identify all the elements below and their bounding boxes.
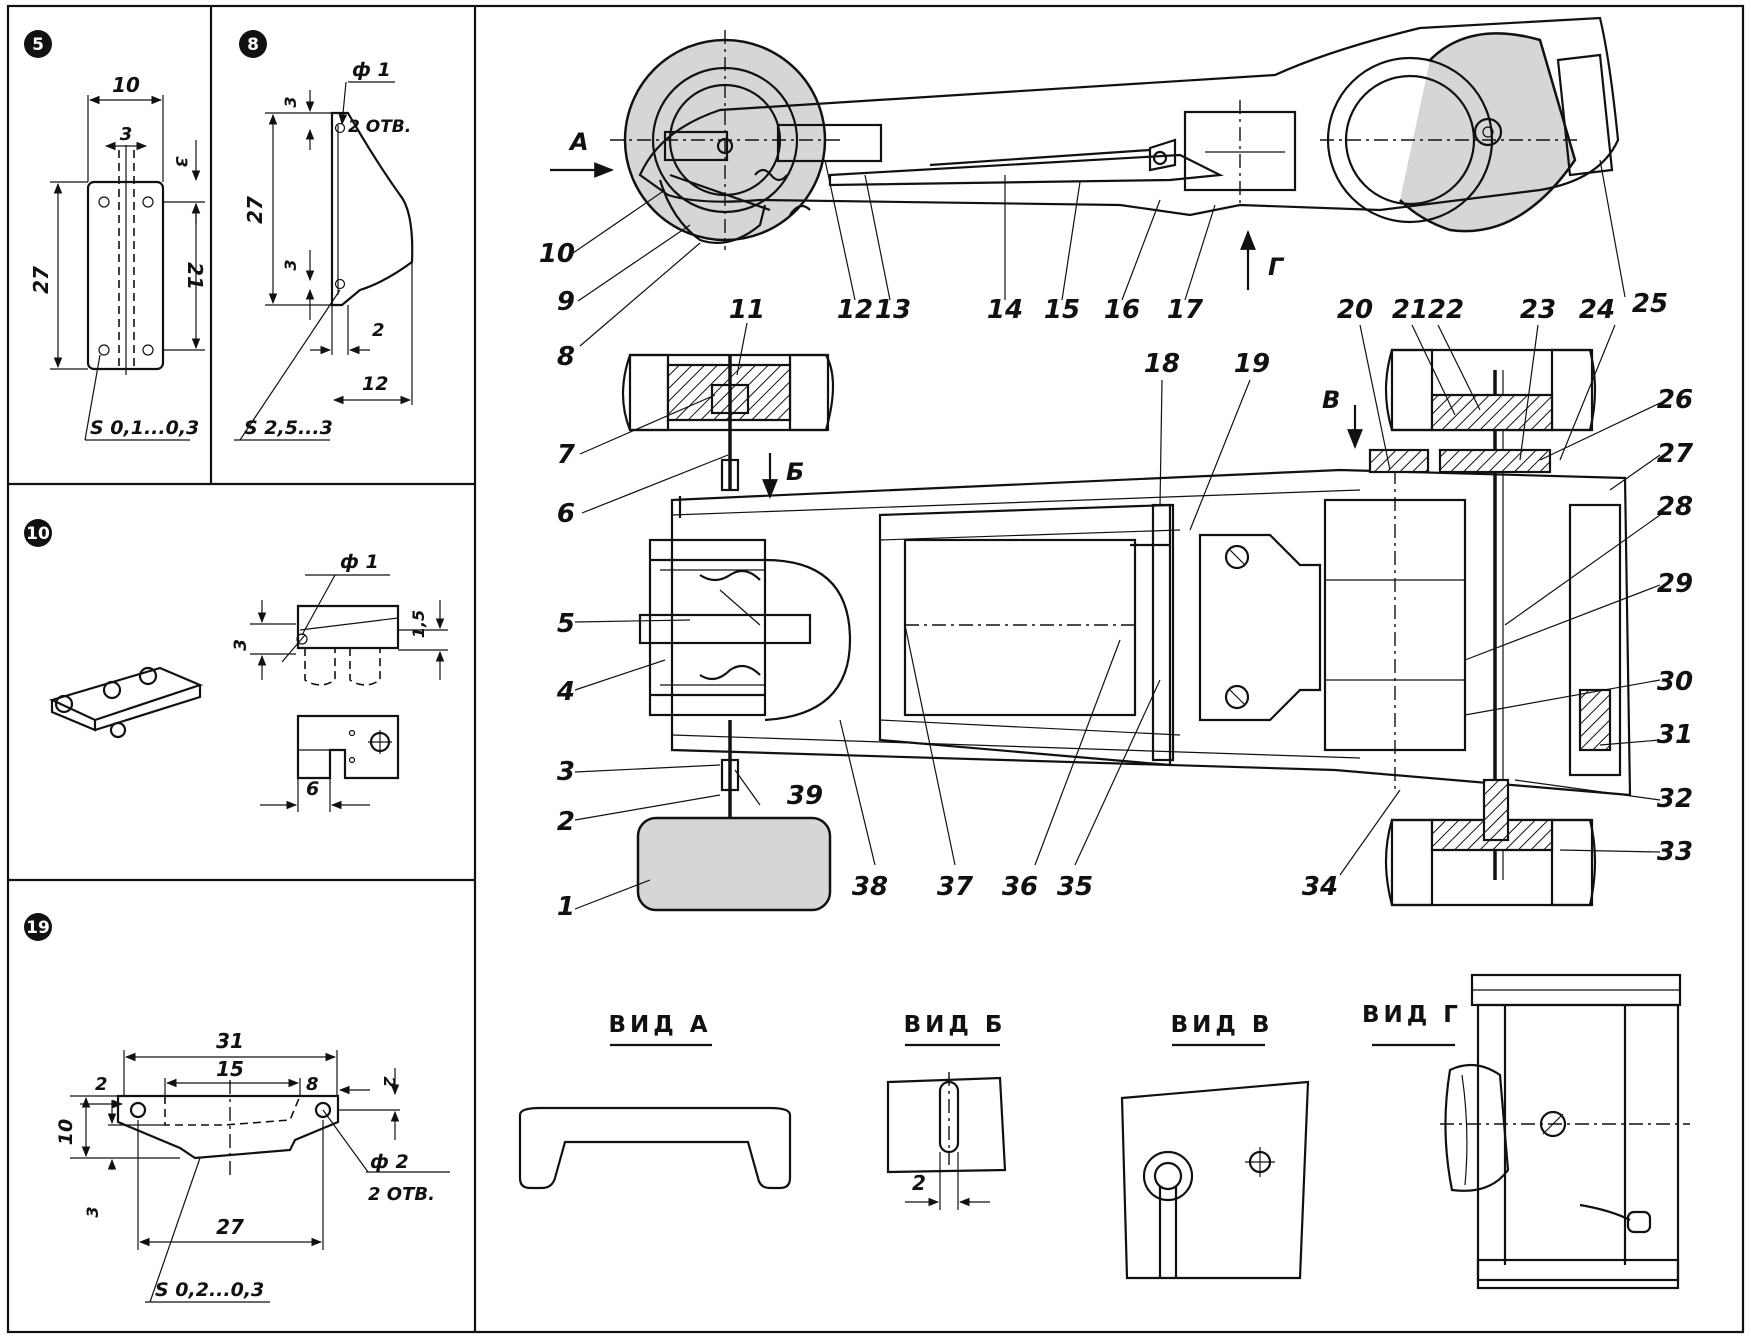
callout-21: 21 — [1392, 295, 1428, 325]
callout-5: 5 — [557, 609, 575, 639]
view-marker-b: Б — [786, 458, 804, 486]
callout-18: 18 — [1144, 349, 1180, 379]
callout-36: 36 — [1002, 872, 1038, 902]
material-p19: S 0,2...0,3 — [155, 1279, 264, 1301]
view-a: ВИД А — [518, 1012, 792, 1190]
callout-23: 23 — [1520, 295, 1556, 325]
callout-leaders — [572, 159, 1661, 910]
dim-p5-10: 10 — [112, 73, 140, 97]
callout-19: 19 — [1234, 349, 1270, 379]
dim-p19-10: 10 — [55, 1119, 77, 1145]
callout-25: 25 — [1632, 289, 1668, 319]
callout-13: 13 — [875, 295, 911, 325]
callout-30: 30 — [1657, 667, 1693, 697]
dim-p19-2a: 2 — [95, 1074, 108, 1095]
callout-37: 37 — [937, 872, 974, 902]
part-badge-19: 19 — [26, 918, 50, 938]
dim-p19-3: 3 — [83, 1206, 102, 1217]
dim-p19-15: 15 — [216, 1057, 244, 1081]
dim-p5-27: 27 — [29, 266, 53, 294]
dim-p19-31: 31 — [216, 1029, 244, 1053]
callout-10: 10 — [539, 239, 575, 269]
callout-31: 31 — [1657, 720, 1693, 750]
p19-hole-dia: ф 2 — [370, 1151, 409, 1173]
p8-hole-dia: ф 1 — [352, 59, 391, 81]
callout-16: 16 — [1104, 295, 1140, 325]
callout-38: 38 — [852, 872, 888, 902]
callout-14: 14 — [987, 295, 1023, 325]
view-g-title: ВИД Г — [1362, 1002, 1462, 1028]
part-10-isometric — [48, 666, 204, 739]
dim-p10-15: 1,5 — [409, 610, 428, 638]
side-elevation: А Г — [550, 16, 1620, 290]
callout-34: 34 — [1302, 872, 1338, 902]
part-badge-5: 5 — [32, 35, 44, 55]
view-v-title: ВИД В — [1171, 1012, 1274, 1038]
callout-numbers: 1 2 3 4 5 6 7 8 9 10 11 12 13 14 15 16 1… — [539, 239, 1694, 922]
view-b-dim: 2 — [912, 1171, 926, 1195]
callout-39: 39 — [787, 781, 823, 811]
view-g: ВИД Г — [1362, 973, 1690, 1290]
panel-part-5: 5 10 3 27 21 3 S 0,1...0,3 — [24, 30, 207, 441]
callout-26: 26 — [1657, 385, 1693, 415]
dim-p5-3b: 3 — [172, 156, 191, 167]
panel-part-19: 19 31 15 2 8 2 10 3 27 ф 2 2 ОТВ. S — [24, 913, 450, 1303]
dim-p19-27: 27 — [216, 1215, 244, 1239]
callout-9: 9 — [557, 287, 575, 317]
view-marker-a: А — [568, 128, 589, 156]
callout-32: 32 — [1657, 784, 1693, 814]
plan-view: Б В — [621, 348, 1632, 912]
part-badge-10: 10 — [26, 524, 50, 544]
dim-p8-12: 12 — [362, 373, 388, 395]
callout-7: 7 — [557, 440, 576, 470]
dim-p5-21: 21 — [183, 262, 207, 290]
callout-17: 17 — [1167, 295, 1204, 325]
callout-8: 8 — [557, 342, 575, 372]
p8-holes-count: 2 ОТВ. — [348, 117, 411, 137]
dim-p8-27: 27 — [243, 196, 267, 224]
panel-part-10: 10 3 1,5 ф 1 6 — [24, 519, 448, 812]
callout-11: 11 — [729, 295, 765, 325]
callout-27: 27 — [1657, 439, 1694, 469]
callout-12: 12 — [837, 295, 873, 325]
view-b-title: ВИД Б — [904, 1012, 1007, 1038]
dim-p19-2b: 2 — [380, 1076, 399, 1087]
view-marker-v: В — [1322, 386, 1340, 414]
callout-24: 24 — [1579, 295, 1615, 325]
p10-hole-dia: ф 1 — [340, 551, 379, 573]
view-v: ВИД В — [1120, 1012, 1310, 1280]
dim-p10-3: 3 — [231, 639, 251, 651]
material-p8: S 2,5...3 — [244, 417, 333, 439]
panel-part-8: 8 27 3 3 ф 1 2 ОТВ. 2 12 S 2,5...3 — [234, 30, 414, 441]
callout-6: 6 — [557, 499, 575, 529]
callout-1: 1 — [557, 892, 575, 922]
dim-p8-3a: 3 — [281, 96, 300, 107]
view-a-title: ВИД А — [608, 1012, 711, 1038]
part-badge-8: 8 — [247, 35, 259, 55]
dim-p8-2: 2 — [372, 320, 385, 341]
material-p5: S 0,1...0,3 — [90, 417, 199, 439]
p19-holes-count: 2 ОТВ. — [368, 1184, 435, 1205]
callout-2: 2 — [557, 807, 575, 837]
callout-15: 15 — [1044, 295, 1080, 325]
callout-3: 3 — [557, 757, 575, 787]
callout-4: 4 — [556, 677, 575, 707]
callout-22: 22 — [1428, 295, 1464, 325]
dim-p5-3: 3 — [120, 124, 133, 145]
dim-p19-8: 8 — [306, 1074, 319, 1095]
sheet-frame — [6, 4, 1745, 1334]
callout-28: 28 — [1657, 492, 1693, 522]
dim-p8-3b: 3 — [281, 259, 300, 270]
callout-35: 35 — [1057, 872, 1093, 902]
dim-p10-6: 6 — [306, 778, 319, 800]
callout-33: 33 — [1657, 837, 1693, 867]
view-marker-g: Г — [1268, 253, 1285, 281]
callout-20: 20 — [1337, 295, 1373, 325]
view-b: ВИД Б 2 — [886, 1012, 1007, 1210]
callout-29: 29 — [1657, 569, 1693, 599]
